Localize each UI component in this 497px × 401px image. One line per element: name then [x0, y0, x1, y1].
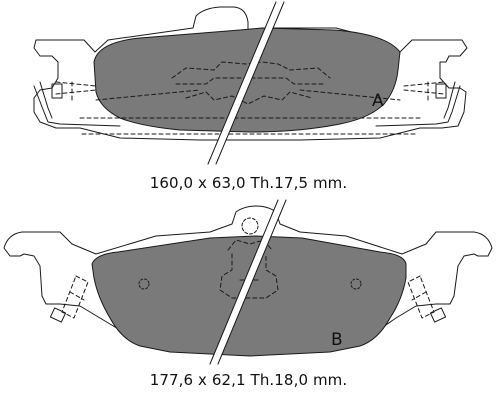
pad-a-wire-clip-right [375, 81, 461, 127]
pad-b-friction-material [91, 235, 407, 357]
pad-b-bolt-head-left [49, 307, 67, 323]
pad-a-break-line [208, 0, 284, 168]
pad-b-break-line [210, 196, 286, 368]
pad-b-rivet-left [138, 278, 150, 290]
pad-a-backing-plate [33, 6, 468, 141]
pad-b-bolt-head-right [429, 307, 447, 323]
pad-b-break-line-edge-1 [209, 199, 279, 365]
pad-b-dimensions: 177,6 x 62,1 Th.18,0 mm. [149, 371, 348, 389]
pad-b-rivet-right [350, 278, 362, 290]
pad-a-dimensions: 160,0 x 63,0 Th.17,5 mm. [149, 174, 348, 192]
pad-a-hidden-lines [55, 61, 445, 135]
pad-a-break-line-edge-2 [215, 1, 285, 165]
pad-b-break-line-edge-2 [217, 199, 287, 365]
pad-b-label: B [331, 330, 343, 350]
pad-b-drawing: B [3, 196, 493, 368]
pad-a-label: A [372, 91, 384, 111]
pad-a-wire-clip-left [33, 81, 121, 127]
pad-a-break-line-edge-1 [207, 1, 277, 165]
pad-a-drawing: A [33, 0, 468, 168]
pad-b-locating-hole [241, 217, 259, 235]
pad-a-tab-left [51, 83, 63, 99]
pad-a-tab-right [435, 83, 447, 99]
